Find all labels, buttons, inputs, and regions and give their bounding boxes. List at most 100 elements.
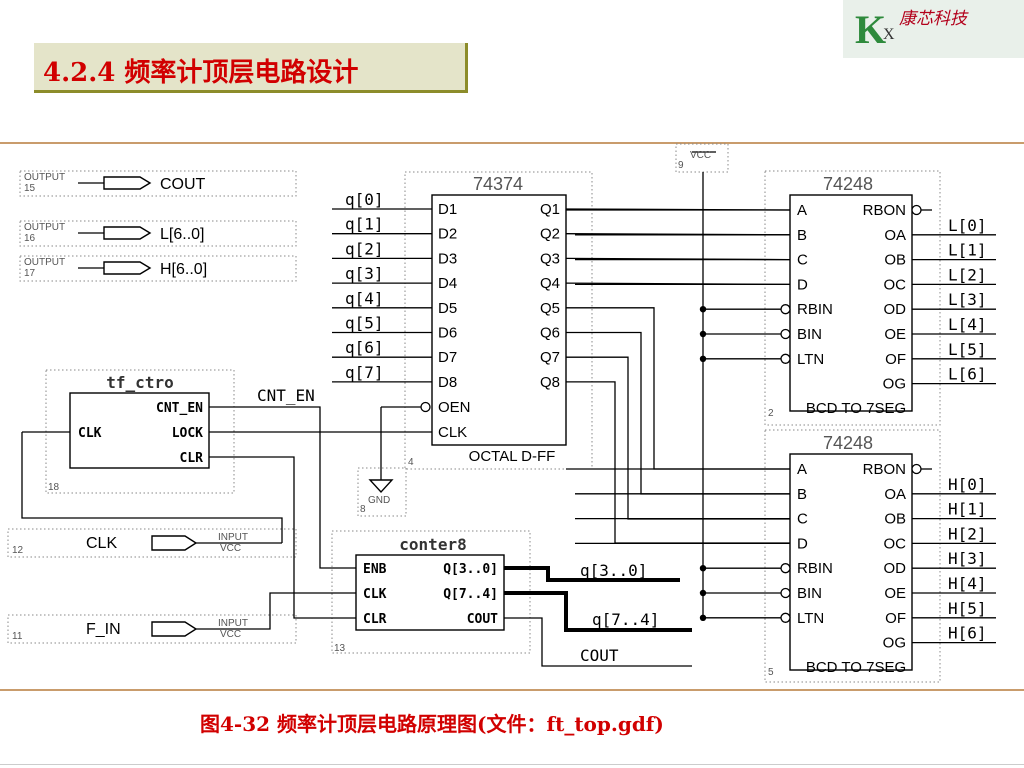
decoder-output-pin: OG [883,376,906,393]
decoder-part-number: 74248 [823,433,873,453]
counter-name: conter8 [399,535,466,554]
decoder-input-pin: RBIN [797,301,833,318]
vcc-junction-dot [699,589,707,597]
logo-sub: X [883,26,895,43]
output-pin-outline [19,170,297,197]
decoder-output-signal: H[1] [948,500,987,519]
ctrl-pin-cnt-en: CNT_EN [156,401,203,416]
dff-input-signal: q[5] [345,314,384,333]
ctrl-pin-clk: CLK [78,426,102,441]
ctrl-body [69,392,210,469]
dff-d-pin: D4 [438,275,457,292]
dff-input-signal: q[7] [345,363,384,382]
decoder-description: BCD TO 7SEG [806,659,906,676]
input-pin-number: 11 [12,631,23,642]
decoder-input-pin: C [797,252,808,269]
decoder-output-pin: OD [884,301,907,318]
decoder-output-signal: L[2] [948,265,987,284]
input-pin-name: F_IN [86,621,121,638]
dff-to-decoder2-wire [566,331,790,495]
decoder-output-signal: L[0] [948,216,987,235]
decoder-output-pin: OB [884,511,906,528]
symbol-outlines [7,143,941,683]
decoder-output-signal: L[4] [948,315,987,334]
dff-q-pin: Q1 [540,201,560,218]
output-pin-kind: OUTPUT [24,222,65,233]
vcc-junction-dot [699,306,707,313]
input-pin-outline [7,528,297,558]
bus-q-high [504,591,692,632]
decoder-input-pin: LTN [797,610,824,627]
decoder-input-pin: A [797,202,807,219]
dff-input-signal: q[0] [345,190,384,209]
dff-oen-bubble [420,401,431,413]
decoder-number: 2 [768,408,774,419]
decoder-output-pin: OF [885,351,906,368]
output-pin-number: 16 [24,233,36,244]
ctrl-pin-lock: LOCK [172,426,203,441]
company-name: 康芯科技 [899,9,967,29]
vcc-junction-dot [699,565,707,572]
decoder-output-pin: OC [884,535,907,552]
dff-q-pin: Q7 [540,349,560,366]
decoder-output-pin: OD [884,560,907,577]
decoder-input-pin: D [797,276,808,293]
output-pin-outline [19,220,297,247]
vcc-junction-dot [699,330,707,338]
counter-pin-q-high: Q[7..4] [443,587,498,602]
output-pin-symbol [103,226,152,240]
output-pin-kind: OUTPUT [24,257,65,268]
gnd-number: 8 [360,504,366,515]
vcc-number: 9 [678,160,684,171]
decoder-input-bubble [780,587,791,599]
output-pin-number: 15 [24,183,36,194]
decoder-input-pin: D [797,535,808,552]
decoder-input-bubble [780,328,791,340]
decoder-output-pin: OG [883,635,906,652]
dff-q-pin: Q6 [540,325,560,342]
decoder-input-pin: B [797,227,807,244]
decoder-output-signal: H[3] [948,549,987,568]
output-pin-symbol [103,176,152,190]
top-divider [0,142,1024,144]
decoder-input-pin: RBIN [797,560,833,577]
dff-input-signal: q[4] [345,289,384,308]
output-pin-name: H[6..0] [160,261,207,278]
input-pin-vcc: VCC [220,629,241,640]
decoder-input-pin: BIN [797,585,822,602]
decoder-output-pin: OA [884,486,906,503]
bus-q-high-label: q[7..4] [592,610,659,629]
dff-q-pin: Q4 [540,275,560,292]
dff-input-signal: q[1] [345,215,384,234]
decoder-output-signal: H[4] [948,574,987,593]
decoder-output-pin: OC [884,276,907,293]
slide-title: 4.2.4 频率计顶层电路设计 [43,58,359,88]
dff-to-decoder2-wire [566,356,790,520]
components [69,176,922,671]
decoder-output-pin: OB [884,252,906,269]
dff-d-pin: D6 [438,325,457,342]
dff-d-pin: D8 [438,374,457,391]
decoder-output-pin: OE [884,585,906,602]
footer-divider [0,764,1024,765]
output-pin-symbol [103,261,152,275]
decoder-input-bubble [780,304,791,315]
decoder-input-pin: BIN [797,326,822,343]
ctrl-pin-clr: CLR [180,451,204,466]
dff-d-pin: D3 [438,250,457,267]
bus-q-low [504,566,680,582]
dff-body [431,194,567,446]
decoder-outline [764,170,941,426]
dff-q-pin: Q3 [540,250,560,267]
figure-caption: 图4-32 频率计顶层电路原理图(文件：ft_top.gdf) [200,712,664,736]
output-pin-outline [19,255,297,282]
input-pin-kind: INPUT [218,618,248,629]
input-pin-symbol [151,621,198,637]
dff-input-signal: q[3] [345,264,384,283]
decoder-input-bubble [780,563,791,574]
dff-d-pin: D5 [438,300,457,317]
decoder-part-number: 74248 [823,174,873,194]
input-pin-name: CLK [86,535,117,552]
dff-oen-pin: OEN [438,399,471,416]
